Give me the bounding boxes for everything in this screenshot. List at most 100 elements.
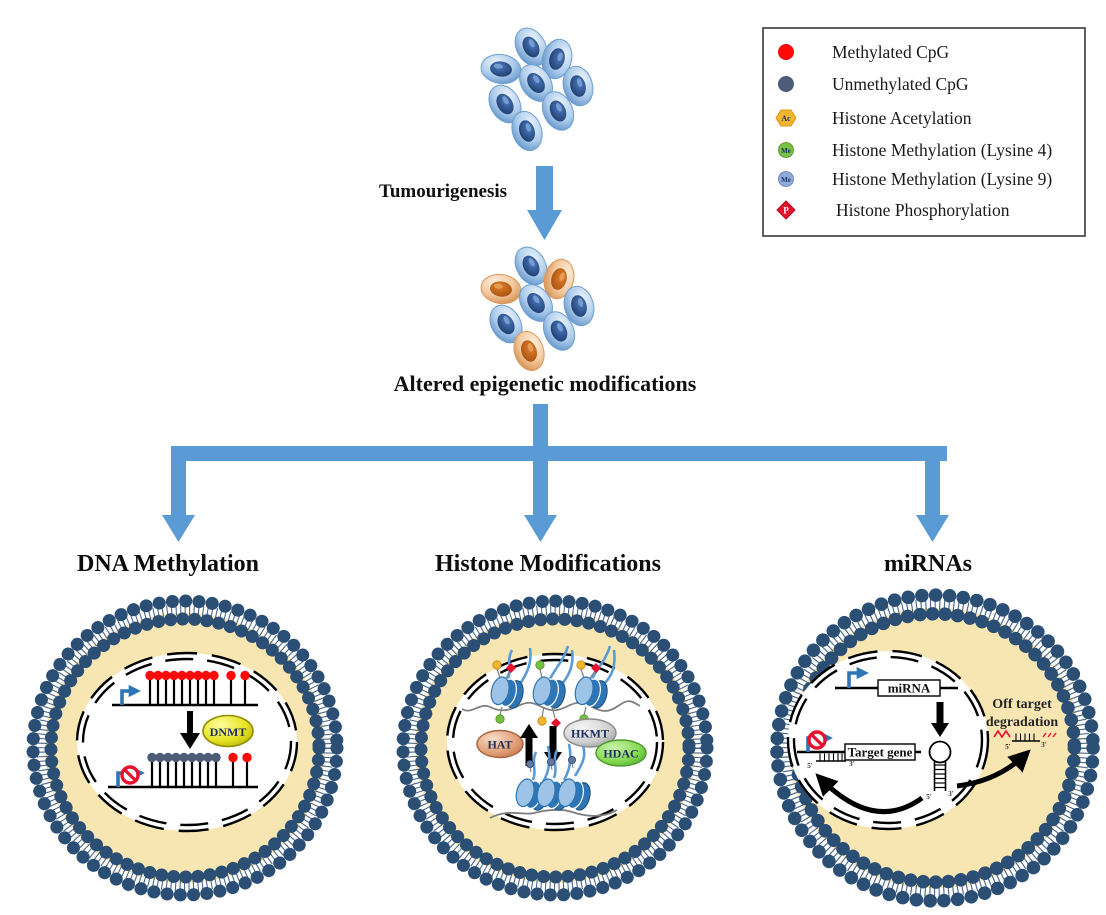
tumour-cell-orange — [478, 271, 524, 307]
phosphorylation-icon: P — [776, 200, 796, 220]
legend-item-label: Methylated CpG — [832, 42, 949, 62]
tumourigenesis-arrow — [527, 166, 562, 240]
cpg-lollipop — [242, 752, 252, 787]
conversion-arrow — [180, 711, 200, 749]
cpg-lollipop — [211, 752, 221, 787]
degraded-rna-zigzag — [1042, 732, 1057, 738]
histone-tails — [531, 743, 586, 783]
histone-marks-top — [492, 660, 601, 679]
legend-item-label: Histone Methylation (Lysine 9) — [832, 169, 1052, 189]
histone-tails — [506, 645, 616, 685]
branch-arrow-histone — [524, 453, 557, 542]
hdac-label: HDAC — [603, 747, 638, 761]
three-prime-label: 3′ — [849, 760, 855, 768]
blocked-promoter-icon — [807, 730, 827, 750]
normal-cell-cluster — [478, 22, 598, 156]
dna-methylation-cell: DNMT — [33, 601, 337, 895]
dna-methylation-title: DNA Methylation — [77, 551, 259, 577]
acetylation-mark — [537, 716, 547, 726]
cpg-lollipop — [193, 670, 203, 705]
transcription-arrow — [931, 702, 949, 737]
tumour-cell-cluster — [478, 241, 599, 376]
target-gene-label: Target gene — [848, 745, 913, 760]
dnmt-label: DNMT — [210, 725, 247, 739]
cpg-lollipop — [161, 670, 171, 705]
histone-modifications-cell: HAT HKMT HDAC — [403, 601, 707, 895]
cpg-lollipop — [145, 670, 155, 705]
cpg-lollipop — [155, 752, 165, 787]
phosphorylation-mark — [551, 718, 561, 728]
silenced-gene-row — [108, 752, 258, 789]
branch-arrow-mirna — [916, 453, 949, 542]
svg-text:Me: Me — [781, 176, 791, 184]
cpg-lollipop — [203, 752, 213, 787]
offtarget-arrow — [956, 749, 1031, 789]
up-arrow — [520, 724, 538, 766]
cpg-lollipop — [226, 670, 236, 705]
legend-item-label: Histone Acetylation — [832, 108, 972, 128]
cpg-lollipop — [187, 752, 197, 787]
methylation-k4-icon: Me — [778, 142, 794, 158]
legend: Methylated CpG Unmethylated CpG Ac Histo… — [762, 27, 1086, 237]
five-prime-label: 5′ — [926, 793, 932, 801]
altered-modifications-label: Altered epigenetic modifications — [394, 371, 697, 396]
promoter-arrow — [120, 684, 141, 705]
mirna-box — [877, 679, 941, 697]
hdac-enzyme — [595, 739, 647, 767]
unmethylated-cpg-icon — [778, 76, 794, 92]
cpg-lollipop — [177, 670, 187, 705]
hkmt-enzyme — [563, 718, 617, 748]
svg-text:P: P — [783, 206, 789, 216]
methylated-gene-row — [112, 670, 258, 707]
cpg-lollipop — [209, 670, 219, 705]
hkmt-label: HKMT — [571, 727, 609, 741]
hat-enzyme — [476, 729, 524, 759]
mirna-mrna-duplex — [816, 753, 846, 762]
branch-connector — [162, 404, 949, 542]
normal-cell — [478, 51, 524, 87]
target-gene-box — [844, 743, 916, 761]
legend-item-label: Histone Phosphorylation — [836, 200, 1010, 220]
legend-box — [762, 27, 1086, 237]
target-gene: Target gene 5′ 3′ — [797, 730, 921, 770]
methylated-cpg-icon — [778, 44, 794, 60]
condensed-chromatin — [489, 743, 618, 819]
mirna-box-label: miRNA — [888, 681, 931, 696]
five-prime-label: 5′ — [807, 762, 813, 770]
acetylation-icon: Ac — [775, 109, 797, 127]
cpg-lollipop — [201, 670, 211, 705]
blocked-promoter-icon — [120, 765, 140, 785]
methylation-k9-mark — [568, 756, 577, 765]
hat-label: HAT — [487, 738, 512, 752]
five-prime-label: 5′ — [1005, 743, 1011, 751]
methylation-k9-mark — [526, 760, 535, 769]
cpg-lollipop — [163, 752, 173, 787]
cpg-lollipop — [153, 670, 163, 705]
mirna-hairpin: 5′ 3′ — [926, 740, 954, 801]
cpg-lollipop — [195, 752, 205, 787]
cpg-lollipop-row-top — [145, 670, 250, 705]
phosphorylation-mark — [591, 663, 601, 673]
legend-item-label: Histone Methylation (Lysine 4) — [832, 140, 1052, 160]
phosphorylation-mark — [506, 663, 516, 673]
mirna-cell: miRNA 5′ 3′ Target g — [777, 595, 1093, 901]
svg-text:Me: Me — [781, 147, 791, 155]
acetylation-mark — [576, 660, 586, 670]
cpg-lollipop — [228, 752, 238, 787]
mirnas-title: miRNAs — [884, 551, 972, 577]
mirna-gene: miRNA — [835, 666, 958, 697]
degraded-rna-zigzag — [993, 729, 1011, 739]
offtarget-degradation: Off target degradation 5′ 3′ — [986, 697, 1059, 751]
degraded-duplex — [1012, 733, 1040, 742]
histone-modifications-title: Histone Modifications — [435, 551, 661, 577]
dna-strand — [489, 808, 618, 819]
k9-methyl-marks — [526, 756, 577, 773]
methylation-k9-icon: Me — [778, 171, 794, 187]
cpg-lollipop-row-bottom — [147, 752, 252, 787]
offtarget-label-1: Off target — [992, 697, 1052, 712]
cpg-lollipop — [240, 670, 250, 705]
three-prime-label: 3′ — [948, 790, 954, 798]
offtarget-label-2: degradation — [986, 715, 1059, 730]
